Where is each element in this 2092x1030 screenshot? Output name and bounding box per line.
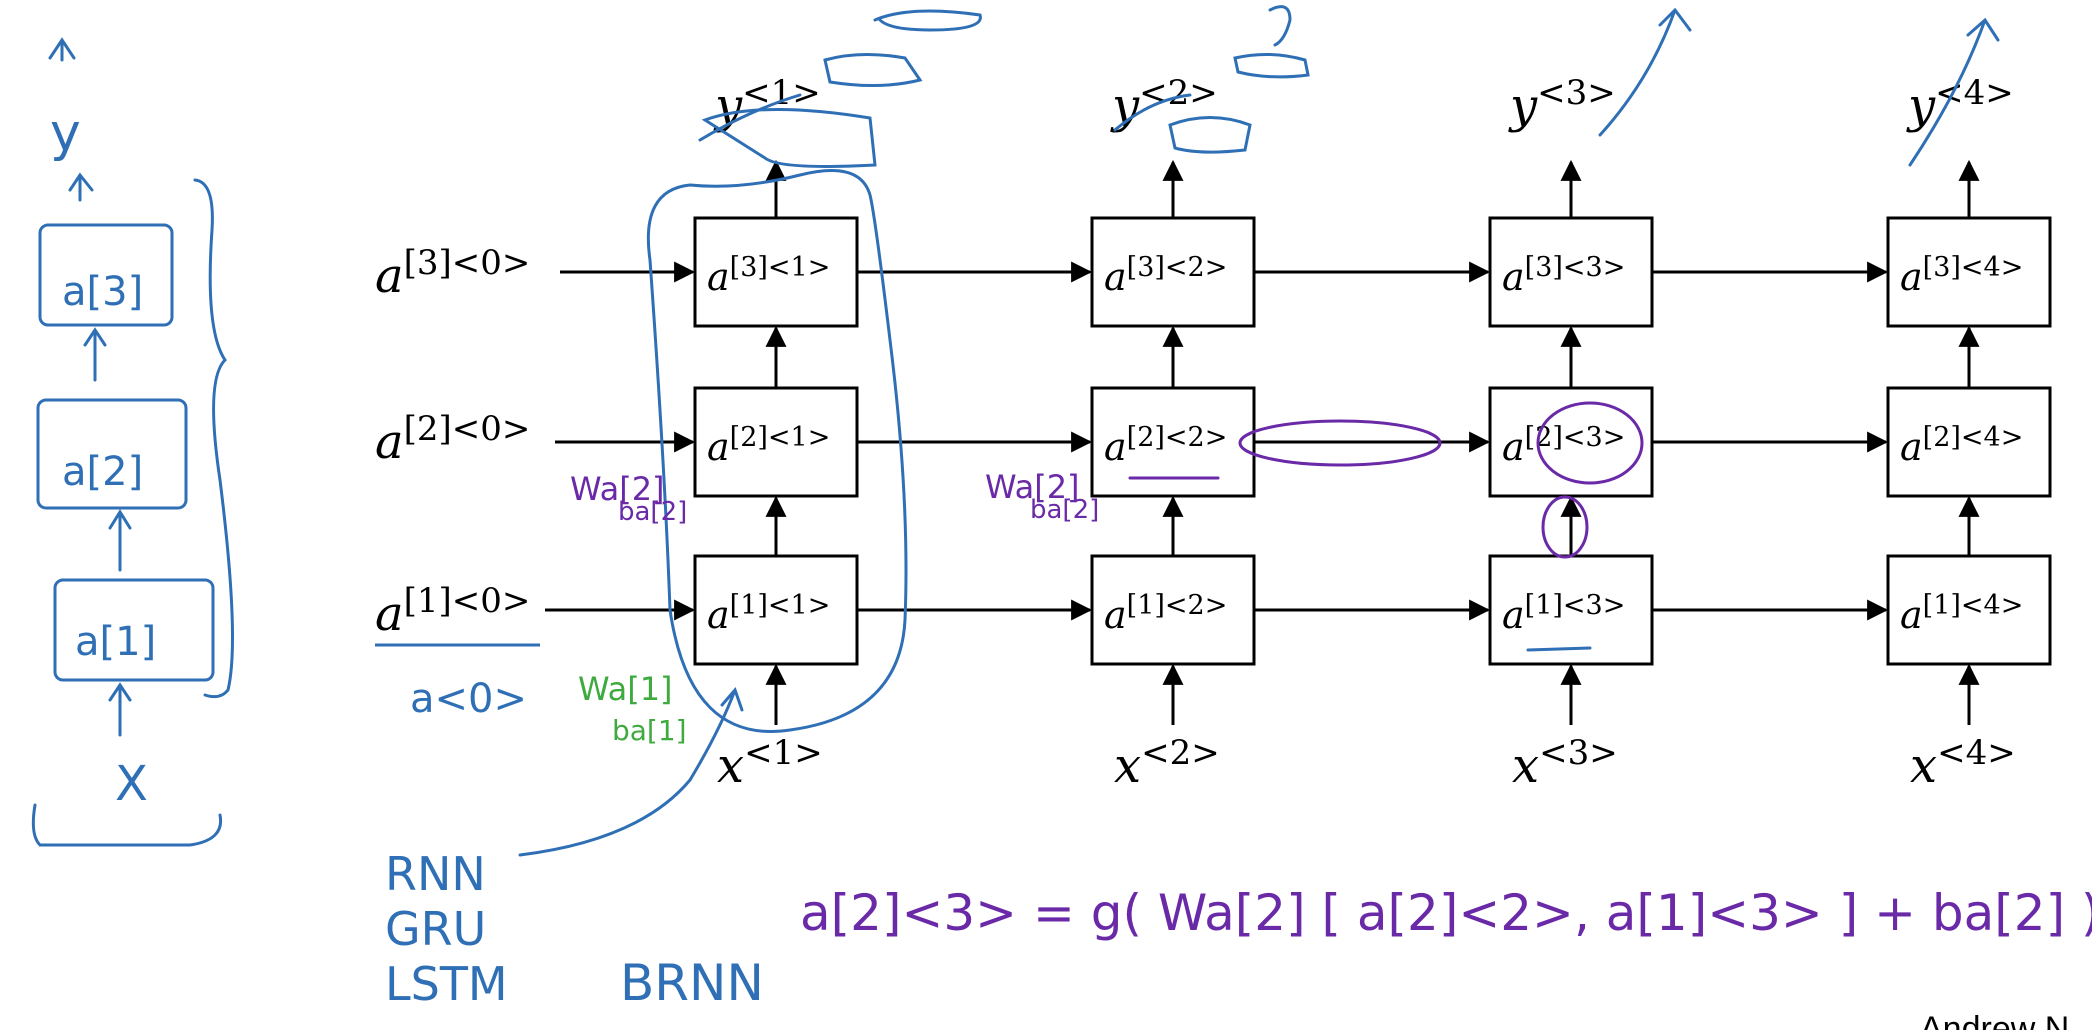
cell-box-c1-l3	[693, 216, 859, 328]
y1-scribble-2	[823, 52, 923, 88]
input-label-c1: x<1>	[717, 733, 823, 794]
cell-box-c3-l1	[1488, 554, 1654, 666]
left-up-arrow-to-y	[68, 172, 94, 202]
y4-strike-arrow	[1908, 17, 2000, 167]
y2-scribble	[1168, 116, 1252, 154]
param-layer2-col2-b: ba[2]	[1030, 495, 1099, 525]
param-layer2-col2-w: Wa[2]	[985, 468, 1080, 506]
initial-state-a2: a[2]<0>	[375, 409, 530, 470]
cell-box-c3-l3	[1488, 216, 1654, 328]
left-y-label: y	[50, 103, 81, 163]
brnn-label: BRNN	[620, 954, 764, 1012]
left-up-arrow-y	[48, 37, 76, 62]
cell-label-c4-l2: a[2]<4>	[1900, 422, 2023, 469]
cell-label-c1-l2: a[2]<1>	[707, 422, 830, 469]
y1-strike	[698, 93, 802, 142]
cell-label-c2-l2: a[2]<2>	[1104, 422, 1227, 469]
equation: a[2]<3> = g( Wa[2] [ a[2]<2>, a[1]<3> ] …	[800, 884, 2092, 942]
left-arrow-x-1	[108, 682, 132, 737]
purple-annotations	[1128, 401, 1644, 559]
initial-state-a1: a[1]<0>	[375, 581, 530, 642]
a13-underline	[1526, 646, 1592, 652]
output-label-c3: y<3>	[1508, 73, 1616, 134]
a0-note: a<0>	[410, 676, 527, 722]
input-label-c4: x<4>	[1910, 733, 2016, 794]
left-layer3-label: a[3]	[62, 269, 143, 315]
left-bracket-bottom	[31, 803, 223, 847]
cell-label-c2-l3: a[3]<2>	[1104, 252, 1227, 299]
param-layer2-col1-b: ba[2]	[618, 497, 687, 527]
vertical-connection-circle	[1541, 495, 1589, 559]
y2-scribble-2	[1233, 52, 1310, 79]
cell-type-lstm: LSTM	[385, 957, 508, 1011]
initial-state-labels: a[3]<0> a[2]<0> a[1]<0> a<0>	[375, 243, 540, 722]
rnn-pointer-arrow	[518, 687, 744, 857]
left-box-layer2	[36, 398, 188, 510]
param-layer1-col1-b: ba[1]	[612, 714, 687, 747]
left-layer1-label: a[1]	[75, 619, 156, 665]
left-compact-stack	[31, 37, 234, 847]
cell-type-gru: GRU	[385, 902, 486, 956]
horizontal-connection-circle	[1238, 419, 1442, 467]
output-label-c1: y<1>	[713, 73, 821, 134]
param-layer1-col1-w: Wa[1]	[578, 670, 673, 708]
blue-annotations	[518, 5, 2000, 857]
a23-circle	[1536, 401, 1644, 485]
left-arrow-1-2	[108, 509, 132, 572]
cell-box-c4-l1	[1886, 554, 2052, 666]
cell-type-rnn: RNN	[385, 847, 486, 901]
y2-question	[1268, 5, 1292, 47]
y3-strike-arrow	[1598, 7, 1692, 137]
left-bracket-right	[193, 178, 234, 699]
param-layer2-col1-w: Wa[2]	[570, 470, 665, 508]
left-x-label: X	[115, 756, 148, 812]
cell-label-c4-l1: a[1]<4>	[1900, 590, 2023, 637]
left-box-layer3	[38, 223, 174, 327]
cell-label-c1-l3: a[3]<1>	[707, 252, 830, 299]
left-layer2-label: a[2]	[62, 449, 143, 495]
cell-box-c2-l1	[1090, 554, 1256, 666]
output-label-c2: y<2>	[1110, 73, 1218, 134]
input-label-c2: x<2>	[1114, 733, 1220, 794]
left-box-layer1	[53, 578, 215, 682]
cell-label-c1-l1: a[1]<1>	[707, 590, 830, 637]
y1-scribble	[701, 107, 877, 168]
cell-label-c4-l3: a[3]<4>	[1900, 252, 2023, 299]
cell-box-c4-l3	[1886, 216, 2052, 328]
cell-label-c2-l1: a[1]<2>	[1104, 590, 1227, 637]
cell-label-c3-l1: a[1]<3>	[1502, 590, 1625, 637]
y2-strike	[1113, 93, 1192, 132]
cell-label-c3-l3: a[3]<3>	[1502, 252, 1625, 299]
input-label-c3: x<3>	[1512, 733, 1618, 794]
initial-state-a3: a[3]<0>	[375, 243, 530, 304]
author-credit: Andrew N	[1920, 1010, 2069, 1030]
left-arrow-2-3	[83, 327, 107, 382]
output-label-c4: y<4>	[1906, 73, 2014, 134]
y1-scribble-3	[873, 9, 982, 32]
column1-highlight-loop	[646, 169, 908, 733]
